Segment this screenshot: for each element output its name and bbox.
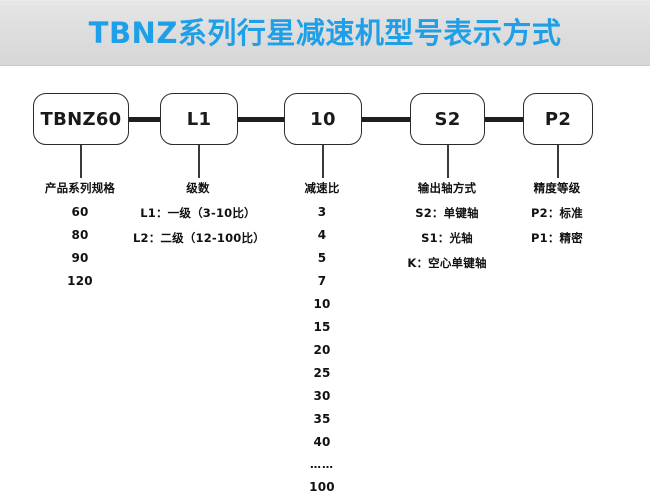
column-item: 7 xyxy=(317,274,327,288)
column-item: 120 xyxy=(67,274,93,288)
column-item: 25 xyxy=(313,366,331,380)
column-header-shaft: 输出轴方式 xyxy=(417,181,477,195)
column-stage: 级数 L1：一级（3-10比） L2：二级（12-100比） xyxy=(133,180,265,255)
column-header-stage: 级数 xyxy=(186,181,210,195)
drop-line-stage xyxy=(198,145,200,178)
column-shaft: 输出轴方式 S2：单键轴 S1：光轴 K：空心单键轴 xyxy=(387,180,507,280)
column-item: 20 xyxy=(313,343,331,357)
column-item: 15 xyxy=(313,320,331,334)
column-grade: 精度等级 P2：标准 P1：精密 xyxy=(502,180,612,255)
column-ratio: 减速比 3 4 5 7 10 15 20 25 30 35 40 …… 100 xyxy=(262,180,382,503)
model-node-shaft[interactable]: S2 xyxy=(410,93,485,145)
model-node-stage[interactable]: L1 xyxy=(160,93,238,145)
column-item: P1：精密 xyxy=(531,231,583,245)
column-item: K：空心单键轴 xyxy=(407,256,487,270)
column-item: 60 xyxy=(71,205,89,219)
column-header-series: 产品系列规格 xyxy=(44,181,116,195)
drop-line-shaft xyxy=(447,145,449,178)
column-item-ellipsis: …… xyxy=(310,458,334,471)
connector-4 xyxy=(485,117,523,122)
column-item: L1：一级（3-10比） xyxy=(140,206,256,220)
drop-line-grade xyxy=(557,145,559,178)
column-series: 产品系列规格 60 80 90 120 xyxy=(10,180,150,297)
column-item: 5 xyxy=(317,251,327,265)
column-item: 4 xyxy=(317,228,327,242)
model-node-series[interactable]: TBNZ60 xyxy=(33,93,129,145)
column-item: 40 xyxy=(313,435,331,449)
column-item: L2：二级（12-100比） xyxy=(133,231,265,245)
column-item: 100 xyxy=(309,480,335,494)
column-item: S2：单键轴 xyxy=(415,206,479,220)
column-item: 35 xyxy=(313,412,331,426)
connector-3 xyxy=(362,117,410,122)
column-header-ratio: 减速比 xyxy=(304,181,340,195)
connector-2 xyxy=(238,117,284,122)
column-item: 90 xyxy=(71,251,89,265)
column-item: 10 xyxy=(313,297,331,311)
column-header-grade: 精度等级 xyxy=(533,181,581,195)
drop-line-series xyxy=(80,145,82,178)
page-title: TBNZ系列行星减速机型号表示方式 xyxy=(88,16,562,50)
header-bar xyxy=(0,0,650,66)
model-node-ratio[interactable]: 10 xyxy=(284,93,362,145)
column-item: S1：光轴 xyxy=(421,231,473,245)
column-item: P2：标准 xyxy=(531,206,583,220)
column-item: 3 xyxy=(317,205,327,219)
column-item: 30 xyxy=(313,389,331,403)
model-node-row: TBNZ60 L1 10 S2 P2 xyxy=(0,93,650,145)
model-node-grade[interactable]: P2 xyxy=(523,93,593,145)
connector-1 xyxy=(129,117,160,122)
column-item: 80 xyxy=(71,228,89,242)
drop-line-ratio xyxy=(322,145,324,178)
